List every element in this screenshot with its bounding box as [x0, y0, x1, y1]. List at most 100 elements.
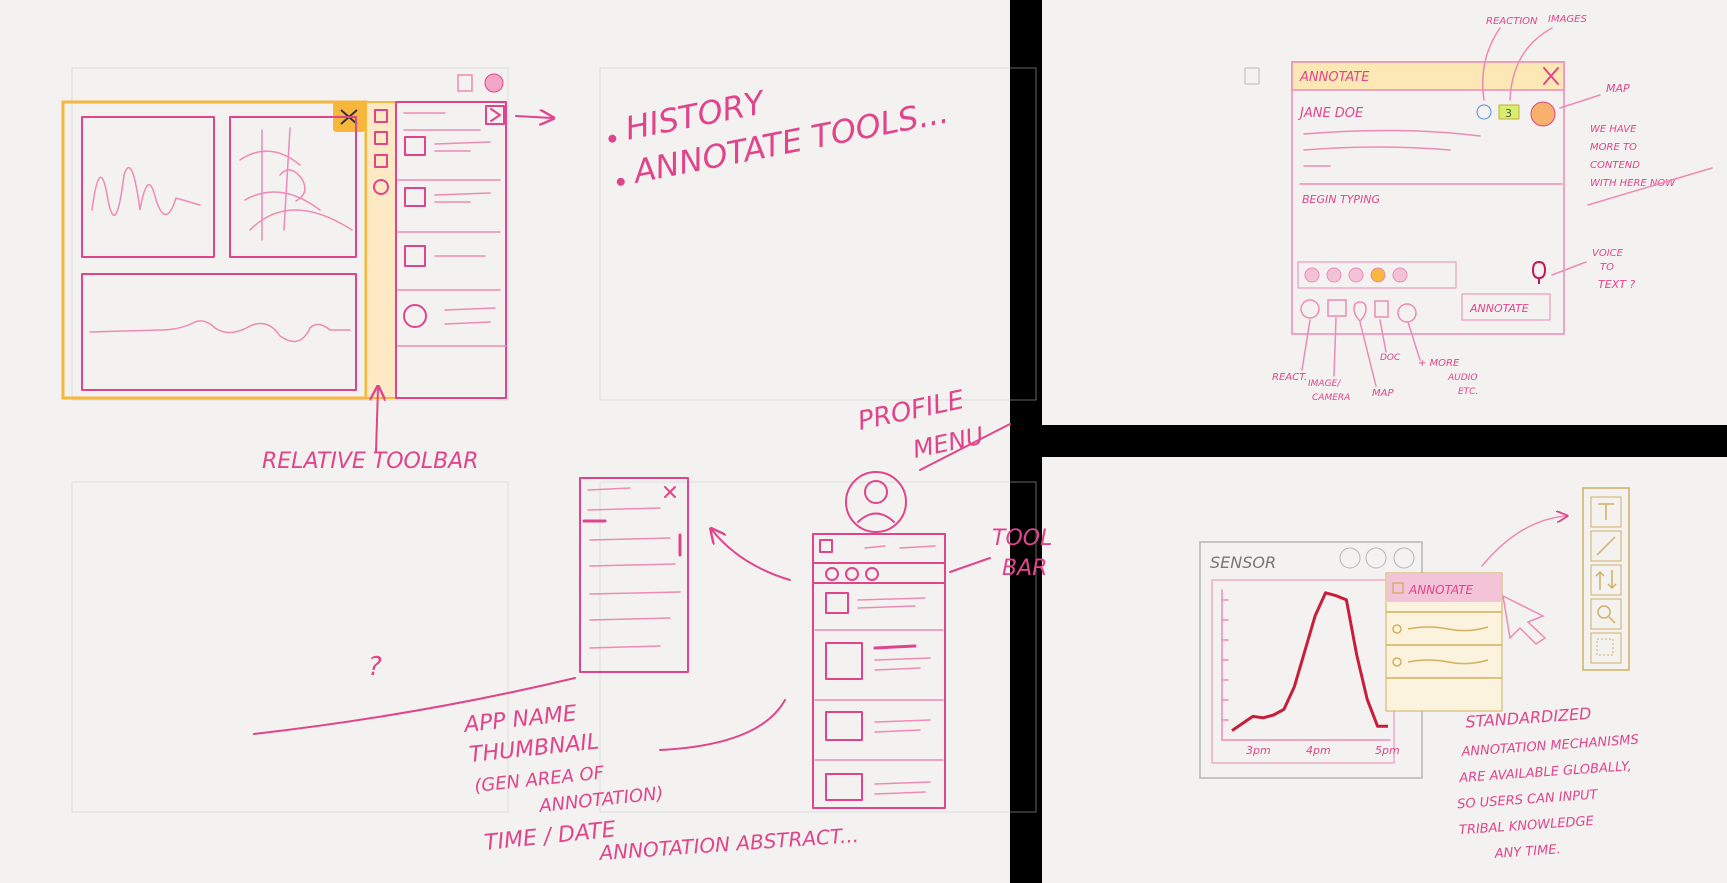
history-thumb-1 [404, 136, 426, 156]
history-thumb-3 [404, 245, 426, 267]
note-annotation-abstract: ANNOTATION ABSTRACT... [597, 823, 860, 865]
avatar-dot[interactable] [484, 73, 504, 93]
toolbar-dot-3[interactable] [865, 567, 879, 581]
map-pin-icon[interactable] [1353, 301, 1367, 323]
callout-doc: DOC [1380, 353, 1401, 363]
profile-avatar[interactable] [845, 471, 907, 533]
relative-toolbar-strip [365, 101, 397, 399]
sort-tool-button[interactable] [1590, 564, 1622, 596]
menu-item-bullet[interactable] [1392, 624, 1402, 634]
arrow-to-toolbar [376, 388, 378, 453]
annotate-submit-button[interactable] [1461, 293, 1551, 321]
history-header-lines [403, 112, 481, 131]
microphone-icon[interactable] [1532, 260, 1547, 284]
doc-attach-icon[interactable] [1374, 300, 1389, 318]
menu-item-annotate[interactable] [1387, 574, 1501, 602]
annotate-submit-label: ANNOTATE [1469, 302, 1529, 315]
menu-item-line [1407, 626, 1489, 632]
palette-dot-selected[interactable] [1370, 267, 1386, 283]
y-ticks [1221, 599, 1229, 721]
expand-icon [490, 108, 501, 122]
divider-vertical [1010, 0, 1042, 883]
callout-image-1: IMAGE/ [1308, 379, 1341, 389]
palette-dot[interactable] [1326, 267, 1342, 283]
phone-app-icon[interactable] [819, 539, 833, 553]
map-avatar-icon[interactable] [1530, 101, 1556, 127]
map-scribble [239, 127, 353, 241]
x-tick-label: 5pm [1375, 744, 1400, 757]
toolbar-circle[interactable] [373, 179, 389, 195]
x-tick-label: 4pm [1306, 744, 1331, 757]
profile-underline [919, 423, 1011, 471]
callout-map: MAP [1372, 388, 1394, 399]
toolbar-square-2[interactable] [374, 131, 388, 145]
callout-map-5: WITH HERE NOW [1590, 178, 1676, 189]
note-icon[interactable] [457, 74, 473, 92]
callout-voice-3: TEXT ? [1598, 278, 1635, 291]
callout-icon-lines [1301, 317, 1421, 387]
kebab-menu-icon[interactable] [1393, 547, 1415, 569]
line-tool-icon [1596, 536, 1616, 556]
annotate-title: ANNOTATE [1299, 70, 1370, 85]
expand-button[interactable] [485, 105, 505, 125]
annotate-placeholder[interactable]: BEGIN TYPING [1302, 193, 1380, 206]
search-tool-button[interactable] [1590, 598, 1622, 630]
history-items [397, 136, 507, 347]
widget-timeseries [81, 273, 357, 391]
toolbar-square-3[interactable] [374, 154, 388, 168]
idea-notes: HISTORY ANNOTATE TOOLS... [608, 83, 952, 191]
frame-top-right [599, 67, 1037, 401]
chart-axes [1221, 589, 1391, 741]
history-text-4 [444, 307, 496, 325]
callout-voice-line [1551, 261, 1587, 276]
toolbar-note-1: TOOL [992, 526, 1052, 551]
detail-close-icon[interactable] [664, 486, 676, 498]
text-tool-button[interactable] [1590, 496, 1622, 528]
pointer-line [253, 677, 576, 735]
palette-dot[interactable] [1392, 267, 1408, 283]
sensor-circle-icon[interactable] [1339, 547, 1361, 569]
toolbar-square-1[interactable] [374, 109, 388, 123]
list-thumb [825, 592, 849, 614]
palette-dot[interactable] [1348, 267, 1364, 283]
list-lines [874, 657, 931, 671]
camera-icon[interactable] [1327, 299, 1347, 317]
annotate-close-icon[interactable] [1543, 67, 1559, 85]
callout-voice-2: TO [1600, 262, 1614, 273]
reaction-palette [1297, 261, 1457, 289]
list-thumb [825, 773, 863, 801]
detail-lines [589, 537, 681, 649]
react-icon[interactable] [1300, 299, 1320, 319]
expand-icon[interactable] [1365, 547, 1387, 569]
wave-scribble [91, 167, 201, 216]
palette-dot[interactable] [1304, 267, 1320, 283]
menu-item-bullet[interactable] [1392, 657, 1402, 667]
list-thumb [825, 642, 863, 680]
timeseries-scribble [89, 320, 351, 343]
relative-toolbar-label: RELATIVE TOOLBAR [262, 449, 479, 474]
standardized-note: STANDARDIZED ANNOTATION MECHANISMS ARE A… [1457, 704, 1640, 862]
callout-map-lines [1559, 94, 1713, 206]
more-icon[interactable] [1397, 303, 1417, 323]
callout-reaction-line [1481, 27, 1501, 101]
images-count-badge[interactable] [1498, 104, 1520, 120]
select-tool-icon [1596, 638, 1614, 656]
toolbar-dot-2[interactable] [845, 567, 859, 581]
menu-dividers [1386, 611, 1502, 679]
line-tool-button[interactable] [1590, 530, 1622, 562]
menu-item-line [1407, 659, 1489, 665]
list-lines [857, 597, 926, 609]
history-panel [395, 101, 507, 399]
select-tool-button[interactable] [1590, 632, 1622, 664]
toolbar-dot-1[interactable] [825, 567, 839, 581]
frame-bottom-left [71, 481, 509, 813]
text-tool-icon [1598, 503, 1614, 520]
toolbar-note-2: BAR [1002, 556, 1047, 581]
callout-react: REACT. [1272, 372, 1307, 383]
callout-more-2: AUDIO [1447, 373, 1477, 383]
widget-map [229, 116, 357, 258]
reaction-icon[interactable] [1476, 104, 1492, 120]
